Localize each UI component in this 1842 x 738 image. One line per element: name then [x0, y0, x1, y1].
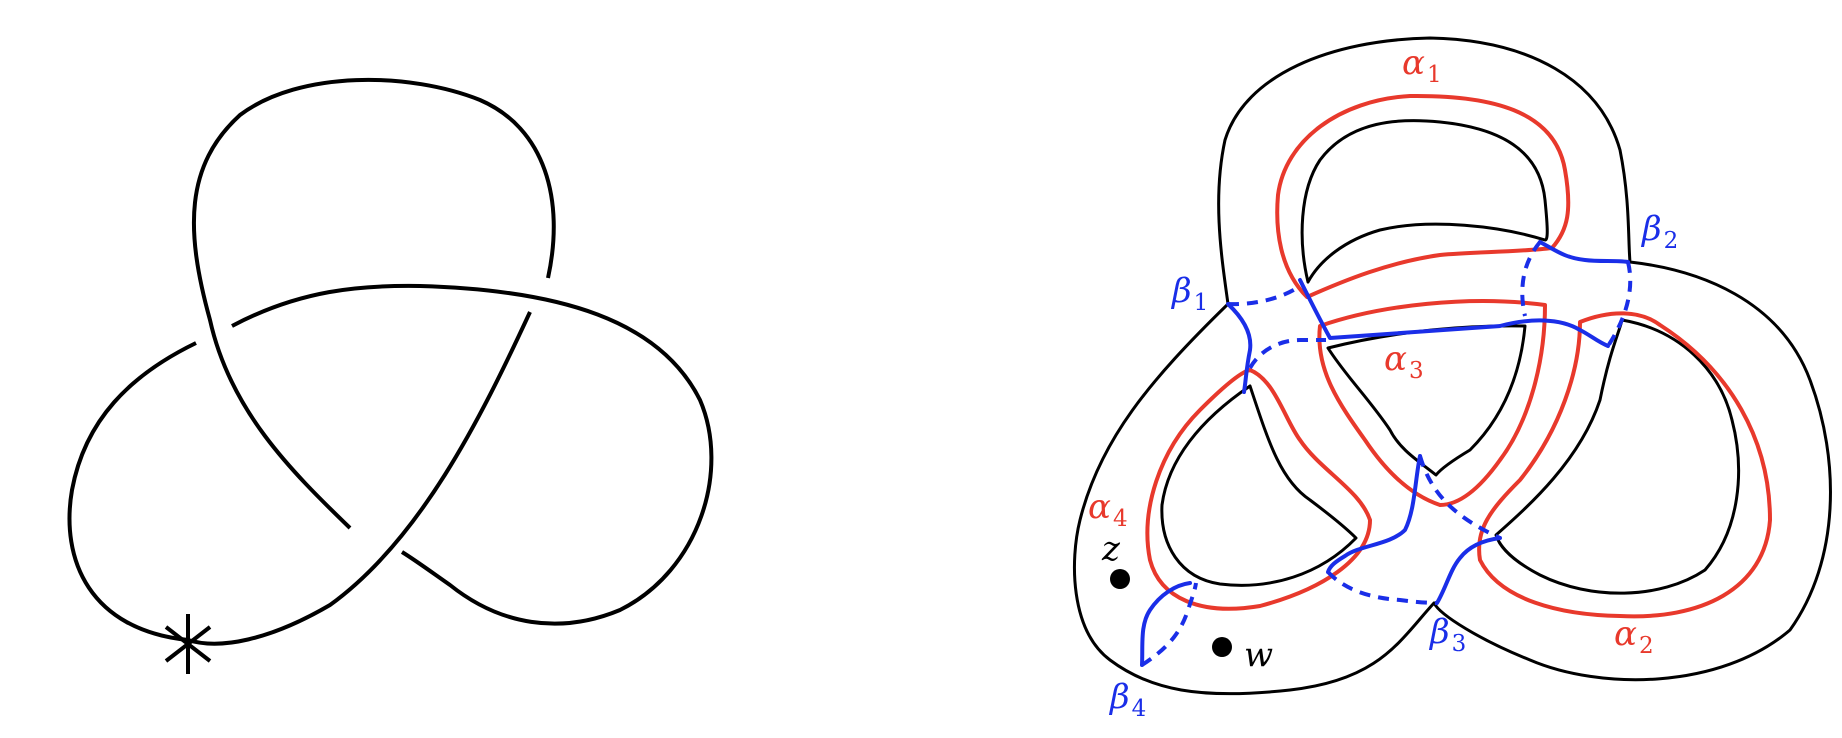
beta-1-curve-dashed — [1227, 284, 1302, 307]
surface-inner-top-hole — [1300, 119, 1549, 284]
basepoint-w-label: w — [1244, 635, 1273, 675]
surface-outer-boundary — [1072, 36, 1832, 696]
beta-3-label: β3 — [1428, 612, 1466, 657]
beta-2-curve-solid-mid — [1298, 278, 1610, 348]
alpha-4-label: α4 — [1088, 487, 1128, 532]
surface-inner-right-hole — [1494, 318, 1741, 595]
basepoint-z-label: z — [1101, 529, 1121, 569]
beta-2-curve-dashed-right — [1606, 261, 1633, 348]
knot-arc-right-lobe — [231, 283, 714, 626]
beta-4-label: β4 — [1108, 677, 1146, 722]
trefoil-knot-diagram — [67, 77, 714, 674]
beta-2-curve-dashed — [1520, 240, 1542, 317]
alpha-3-label: α3 — [1384, 339, 1424, 384]
beta-4-curve-dashed — [1140, 582, 1198, 667]
beta-4-curve-solid — [1140, 581, 1192, 667]
beta-3-curve-dashed-lower — [1326, 570, 1438, 605]
basepoint-asterisk-icon — [164, 614, 212, 674]
alpha-1-curve — [1275, 93, 1571, 299]
beta-1-curve-dashed-lower — [1248, 338, 1326, 370]
beta-3-curve-solid — [1326, 454, 1422, 574]
knot-arc-top-loop — [192, 77, 556, 530]
basepoint-z-dot — [1110, 569, 1130, 589]
surface-inner-center-triangle — [1326, 324, 1527, 477]
beta-1-label: β1 — [1170, 271, 1208, 316]
alpha-4-curve — [1145, 368, 1372, 611]
beta-3-curve-dashed — [1418, 455, 1501, 540]
beta-2-curve-solid-top — [1538, 240, 1630, 264]
heegaard-diagram: z w α1 α2 α3 α4 β1 β2 β3 β4 — [1072, 36, 1832, 722]
alpha-2-curve — [1477, 311, 1772, 619]
alpha-2-label: α2 — [1614, 614, 1654, 659]
beta-2-label: β2 — [1640, 209, 1678, 254]
surface-inner-left-hole — [1160, 384, 1358, 587]
beta-3-curve-solid-lower — [1435, 536, 1502, 605]
basepoint-w-dot — [1212, 637, 1232, 657]
beta-1-curve-solid — [1226, 302, 1253, 394]
alpha-1-label: α1 — [1402, 43, 1442, 88]
alpha-3-curve — [1317, 299, 1547, 507]
